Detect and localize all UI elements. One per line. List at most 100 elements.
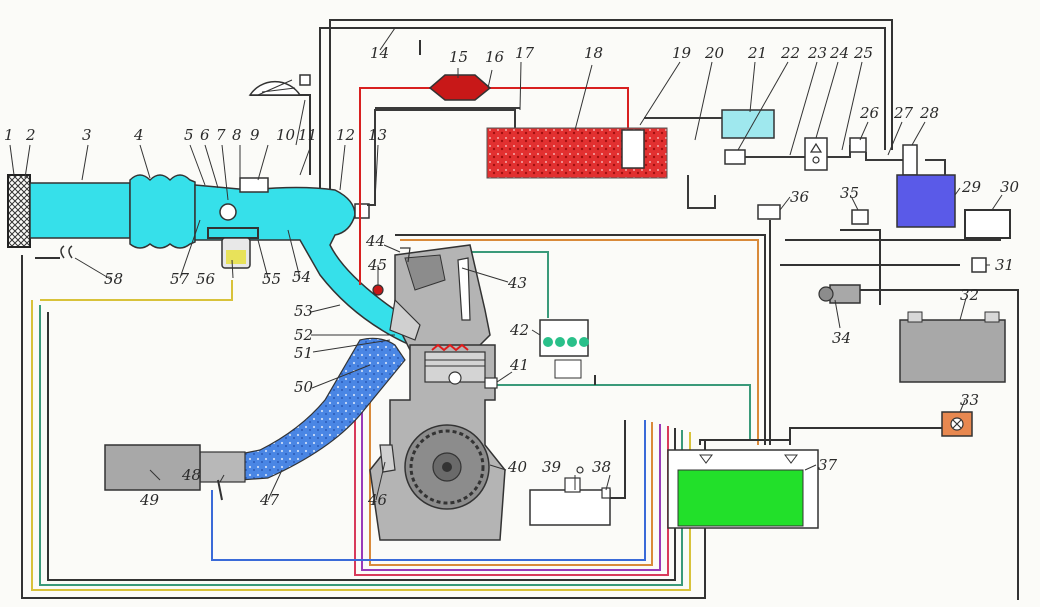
label-13: 13 xyxy=(368,126,387,144)
purge-valve xyxy=(354,203,370,219)
separator xyxy=(721,109,775,139)
label-57: 57 xyxy=(170,270,190,288)
label-32: 32 xyxy=(960,286,979,304)
label-47: 47 xyxy=(259,491,280,509)
pedal-switch xyxy=(299,74,311,86)
engine xyxy=(369,244,506,541)
label-39: 39 xyxy=(542,458,562,476)
control-unit xyxy=(677,469,804,527)
label-4: 4 xyxy=(133,126,144,144)
adsorber-canister xyxy=(896,174,956,228)
key-switch-icon xyxy=(818,284,861,304)
battery-icon xyxy=(899,319,1006,383)
label-9: 9 xyxy=(250,126,260,144)
label-6: 6 xyxy=(200,126,210,144)
fuel-pump-relay xyxy=(941,411,973,437)
label-15: 15 xyxy=(449,48,468,66)
knock-sensor xyxy=(379,444,396,473)
spark-plug xyxy=(457,257,471,321)
label-54: 54 xyxy=(292,268,311,286)
label-43: 43 xyxy=(507,274,527,292)
exhaust-manifold xyxy=(234,337,406,481)
label-30: 30 xyxy=(1000,178,1020,196)
label-22: 22 xyxy=(780,44,800,62)
label-53: 53 xyxy=(294,302,313,320)
label-8: 8 xyxy=(232,126,242,144)
fuse-icon xyxy=(971,257,987,273)
label-17: 17 xyxy=(515,44,535,62)
label-44: 44 xyxy=(365,232,385,250)
red-diamond-icon xyxy=(428,74,492,101)
label-58: 58 xyxy=(104,270,123,288)
sensor-connector xyxy=(60,245,73,259)
label-31: 31 xyxy=(995,256,1014,274)
label-14: 14 xyxy=(370,44,389,62)
label-18: 18 xyxy=(584,44,603,62)
leader-lines xyxy=(9,27,1003,501)
label-38: 38 xyxy=(592,458,611,476)
check-valve xyxy=(849,137,867,153)
exhaust-system xyxy=(104,337,406,501)
intake-manifold xyxy=(194,184,427,346)
pedal-assembly xyxy=(529,489,611,526)
label-1: 1 xyxy=(4,126,14,144)
toothed-wheel-icon xyxy=(404,424,490,510)
label-5: 5 xyxy=(184,126,194,144)
label-45: 45 xyxy=(367,256,387,274)
label-19: 19 xyxy=(672,44,692,62)
label-37: 37 xyxy=(818,456,838,474)
label-55: 55 xyxy=(262,270,281,288)
air-filter-icon xyxy=(7,174,31,248)
label-34: 34 xyxy=(832,329,851,347)
wiring-harness xyxy=(21,19,1019,600)
throttle-position-sensor xyxy=(239,177,269,193)
idle-air-valve-core xyxy=(226,250,246,264)
label-50: 50 xyxy=(294,378,314,396)
label-49: 49 xyxy=(139,491,160,509)
intake-bellows xyxy=(129,174,196,249)
air-flow-meter xyxy=(29,182,131,239)
camshaft-housing xyxy=(404,254,446,291)
label-27: 27 xyxy=(893,104,914,122)
fuel-pump-module xyxy=(621,129,645,169)
sector-hatch xyxy=(257,79,296,96)
fuel-rail-connector xyxy=(372,284,384,296)
label-52: 52 xyxy=(294,326,313,344)
label-51: 51 xyxy=(294,344,313,362)
relay-36 xyxy=(757,204,781,220)
diagnostic-display xyxy=(964,209,1011,239)
label-28: 28 xyxy=(919,104,939,122)
coolant-temp-sensor xyxy=(484,377,498,389)
label-29: 29 xyxy=(961,178,982,196)
part-labels: 1 2 3 4 5 6 7 8 9 10 11 12 13 14 15 16 1… xyxy=(4,44,1020,509)
purge-solenoid xyxy=(902,144,918,176)
label-20: 20 xyxy=(704,44,725,62)
oxygen-sensor xyxy=(217,479,223,501)
label-7: 7 xyxy=(216,126,226,144)
label-24: 24 xyxy=(829,44,849,62)
label-35: 35 xyxy=(840,184,859,202)
label-26: 26 xyxy=(859,104,880,122)
label-16: 16 xyxy=(485,48,505,66)
label-46: 46 xyxy=(367,491,388,509)
pedal-switch-38 xyxy=(601,487,611,499)
label-10: 10 xyxy=(276,126,296,144)
label-25: 25 xyxy=(853,44,873,62)
gravity-valve xyxy=(724,149,746,165)
label-21: 21 xyxy=(747,44,767,62)
label-36: 36 xyxy=(790,188,810,206)
electrical-system xyxy=(529,204,1011,529)
label-42: 42 xyxy=(509,321,529,339)
label-12: 12 xyxy=(336,126,355,144)
relay-35 xyxy=(851,209,869,225)
fuel-injector xyxy=(389,298,421,341)
label-3: 3 xyxy=(82,126,92,144)
combustion-flame xyxy=(431,343,469,352)
fuel-system xyxy=(359,74,956,285)
pressure-valve xyxy=(804,137,828,171)
label-40: 40 xyxy=(507,458,528,476)
catalytic-converter xyxy=(104,444,201,491)
label-48: 48 xyxy=(181,466,201,484)
throttle-valve xyxy=(219,203,237,221)
